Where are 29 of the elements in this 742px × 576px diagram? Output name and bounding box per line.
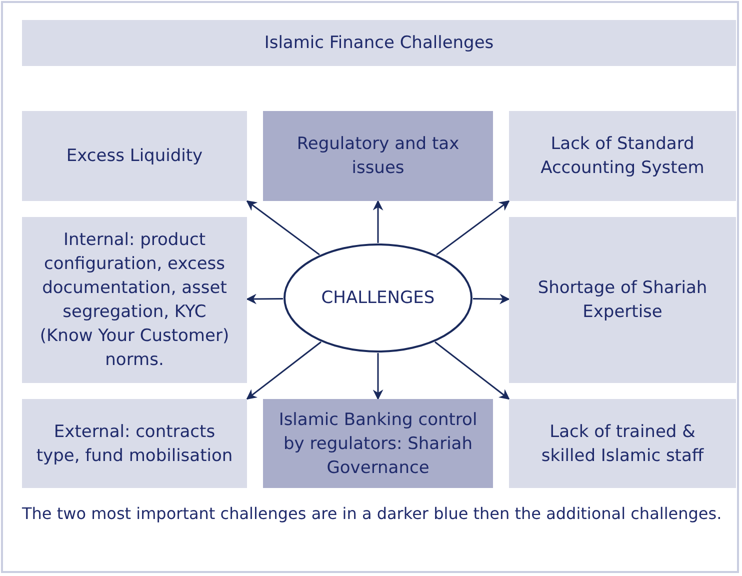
challenge-box — [22, 111, 247, 201]
title-box — [22, 20, 736, 66]
challenge-box — [22, 217, 247, 383]
caption: The two most important challenges are in a darker blue then the additional challenges. — [22, 504, 722, 523]
arrow — [246, 341, 322, 400]
node-label: Lack of Standard Accounting System — [540, 133, 706, 180]
node-label: Internal: product configuration, excess documentation, asset segregation, KYC (Know Your Customer) norms. — [38, 229, 230, 372]
challenge-box — [263, 111, 493, 201]
arrow — [436, 200, 510, 256]
node-label: Lack of trained & skilled Islamic staff — [540, 420, 705, 468]
arrow — [434, 341, 510, 400]
challenge-box — [509, 111, 736, 201]
arrow — [246, 200, 320, 256]
arrow — [473, 294, 510, 304]
challenge-box — [509, 399, 736, 488]
arrow — [246, 294, 283, 304]
arrow — [372, 353, 384, 400]
challenge-box — [22, 399, 247, 488]
arrow — [372, 200, 384, 243]
node-label: CHALLENGES — [321, 287, 435, 310]
node-label: Islamic Finance Challenges — [264, 32, 494, 55]
ellipse-node — [283, 243, 473, 353]
challenge-box — [263, 399, 493, 488]
node-label: Regulatory and tax issues — [296, 133, 460, 180]
challenge-box — [509, 217, 736, 383]
node-label: Islamic Banking control by regulators: Shariah Governance — [278, 408, 478, 480]
node-label: Shortage of Shariah Expertise — [536, 277, 708, 324]
node-label: Excess Liquidity — [66, 145, 203, 168]
node-label: External: contracts type, fund mobilisation — [36, 420, 233, 468]
